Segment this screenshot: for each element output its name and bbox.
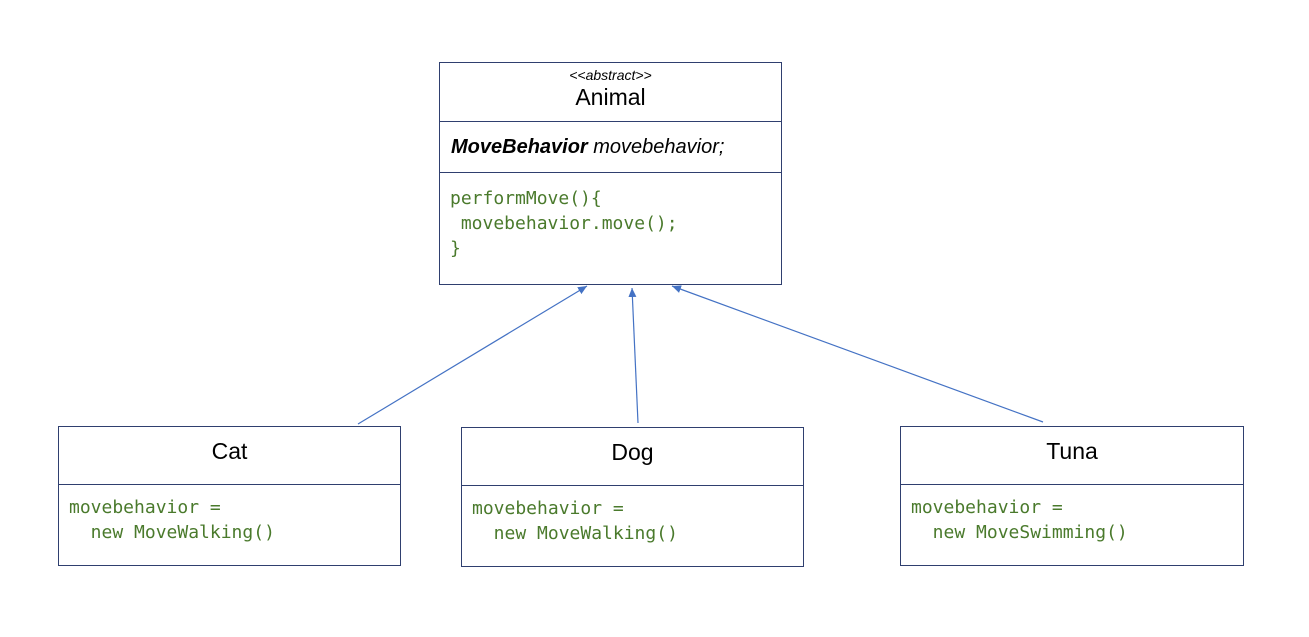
tuna-class-name: Tuna: [1046, 438, 1098, 464]
code-line: new MoveWalking(): [472, 523, 678, 544]
tuna-body: movebehavior = new MoveSwimming(): [901, 485, 1243, 545]
code-line: movebehavior =: [472, 498, 624, 519]
code-line: new MoveSwimming(): [911, 522, 1128, 543]
tuna-header: Tuna: [901, 427, 1243, 485]
method-line: performMove(){: [450, 188, 602, 209]
animal-class-name: Animal: [575, 84, 646, 110]
dog-class-name: Dog: [611, 439, 654, 465]
animal-stereotype: <<abstract>>: [569, 67, 652, 83]
cat-class-name: Cat: [211, 438, 248, 464]
animal-attribute: MoveBehavior movebehavior;: [440, 122, 781, 172]
code-line: movebehavior =: [911, 497, 1063, 518]
dog-header: Dog: [462, 428, 803, 486]
code-line: movebehavior =: [69, 497, 221, 518]
dog-body: movebehavior = new MoveWalking(): [462, 486, 803, 546]
code-line: new MoveWalking(): [69, 522, 275, 543]
class-cat[interactable]: Cat movebehavior = new MoveWalking(): [58, 426, 401, 566]
class-dog[interactable]: Dog movebehavior = new MoveWalking(): [461, 427, 804, 567]
cat-body: movebehavior = new MoveWalking(): [59, 485, 400, 545]
animal-attributes: MoveBehavior movebehavior;: [440, 122, 781, 173]
animal-header: <<abstract>> Animal: [440, 63, 781, 122]
method-line: movebehavior.move();: [450, 213, 678, 234]
cat-header: Cat: [59, 427, 400, 485]
edge-dog-to-animal: [628, 287, 639, 424]
class-animal[interactable]: <<abstract>> Animal MoveBehavior movebeh…: [439, 62, 782, 285]
edge-tuna-to-animal: [671, 285, 1044, 423]
edge-cat-to-animal: [357, 285, 588, 425]
attribute-name: movebehavior;: [587, 136, 725, 158]
attribute-type: MoveBehavior: [451, 136, 588, 158]
animal-methods: performMove(){ movebehavior.move(); }: [440, 173, 781, 261]
method-line: }: [450, 238, 461, 259]
class-tuna[interactable]: Tuna movebehavior = new MoveSwimming(): [900, 426, 1244, 566]
